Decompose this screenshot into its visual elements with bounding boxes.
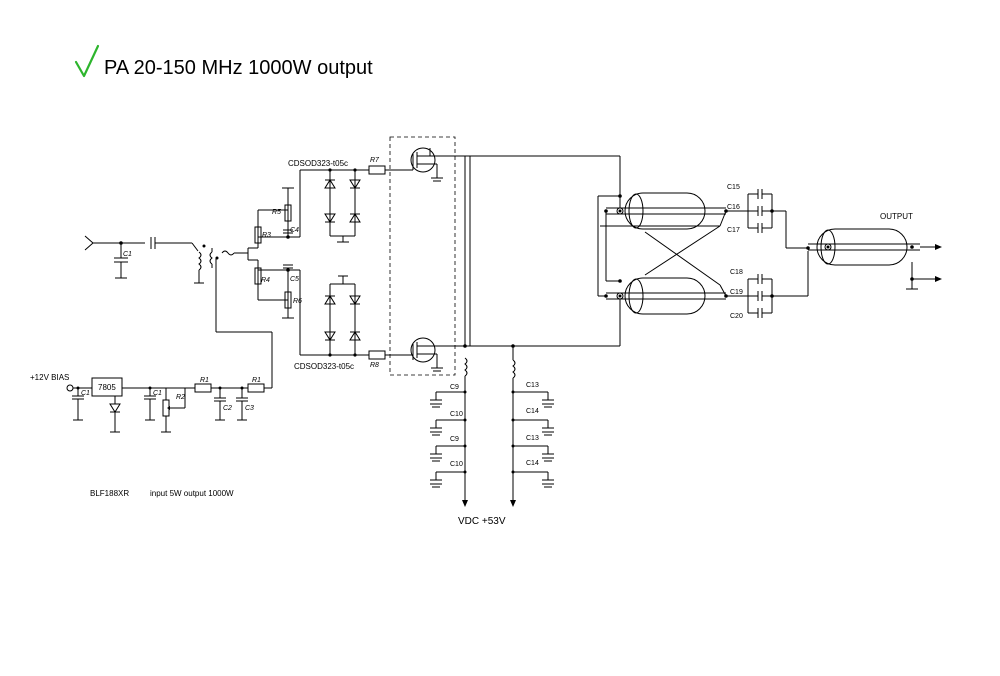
r4-label: R4 [261,277,270,284]
bias-supply: +12V BIAS C1 7805 C1 R2 [30,258,273,433]
c4-label: C4 [290,227,299,234]
drain-supply: VDC +53V [458,155,620,527]
c19-label: C19 [730,289,743,296]
c16-label: C16 [727,204,740,211]
r5-label: R5 [272,209,281,216]
r8-label: R8 [370,362,379,369]
c14-b-label: C14 [526,460,539,467]
c15-label: C15 [727,184,740,191]
c13-a-label: C13 [526,382,539,389]
device-note-text: input 5W output 1000W [150,489,234,498]
c1-input-label: C1 [123,251,132,258]
c1-bias-label: C1 [81,390,90,397]
transistor-blf188xr [389,136,465,376]
rf-input-stage: C1 [84,235,249,284]
output-coax: OUTPUT [806,212,942,290]
r1-b-label: R1 [252,377,261,384]
r6-label: R6 [293,298,302,305]
c17-label: C17 [727,227,740,234]
bias-label: +12V BIAS [30,373,69,382]
output-label: OUTPUT [880,212,913,221]
vdc-label: VDC +53V [458,516,506,527]
c13-b-label: C13 [526,435,539,442]
gate-bias-network: R3 R4 R5 C4 C5 R6 [248,170,302,355]
c5-label: C5 [290,276,299,283]
r2-label: R2 [176,394,185,401]
decoupling-right: C13 C14 C13 C14 [511,382,554,488]
c1-reg-label: C1 [153,390,162,397]
c9-a-label: C9 [450,384,459,391]
diode-bottom-label: CDSOD323-t05c [294,362,354,371]
diode-top-label: CDSOD323-t05c [288,159,348,168]
checkmark-icon [74,44,100,78]
device-note-part: BLF188XR [90,489,129,498]
c20-label: C20 [730,313,743,320]
diode-array-bottom: R8 CDSOD323-t05c [294,275,413,371]
r3-label: R3 [262,232,271,239]
diode-array-top: CDSOD323-t05c R7 [288,157,413,243]
c9-b-label: C9 [450,436,459,443]
c3-label: C3 [245,405,254,412]
c18-label: C18 [730,269,743,276]
diagram-title: PA 20-150 MHz 1000W output [104,57,373,79]
r7-label: R7 [370,157,380,164]
c14-a-label: C14 [526,408,539,415]
decoupling-left: C9 C10 C9 C10 [430,384,467,488]
c10-a-label: C10 [450,411,463,418]
c10-b-label: C10 [450,461,463,468]
regulator-label: 7805 [98,383,116,392]
r1-a-label: R1 [200,377,209,384]
coax-transformers [597,156,728,346]
output-capacitors: C15 C16 C17 C18 C19 C20 [726,184,809,320]
c2-label: C2 [223,405,232,412]
